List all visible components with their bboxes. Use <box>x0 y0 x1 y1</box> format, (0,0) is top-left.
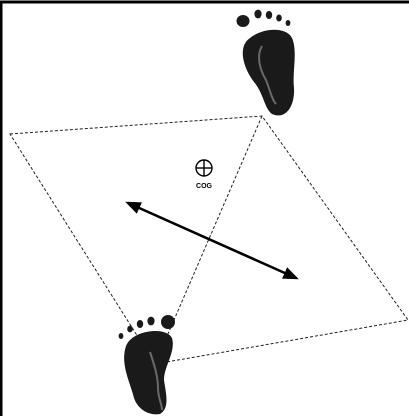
cog-marker <box>195 159 213 177</box>
cog-label: COG <box>196 183 213 190</box>
right-footprint <box>236 9 295 116</box>
left-footprint-toe-3 <box>136 320 144 328</box>
support-polygon-outline <box>9 115 409 365</box>
left-footprint <box>118 315 175 415</box>
left-footprint-highlight <box>149 351 163 411</box>
left-footprint-toe-4 <box>127 325 133 333</box>
right-footprint-highlight <box>258 45 277 105</box>
right-footprint-toe-5 <box>285 20 291 26</box>
right-footprint-big-toe <box>236 15 250 27</box>
right-footprint-toe-3 <box>265 11 273 19</box>
left-footprint-big-toe <box>161 315 175 329</box>
right-footprint-toe-4 <box>276 14 282 22</box>
right-footprint-toe-2 <box>254 9 262 19</box>
weight-shift-arrow <box>125 201 299 280</box>
left-footprint-toe-5 <box>118 333 124 339</box>
right-footprint-sole <box>242 29 295 116</box>
left-footprint-toe-2 <box>147 316 155 326</box>
left-footprint-sole <box>124 331 173 415</box>
